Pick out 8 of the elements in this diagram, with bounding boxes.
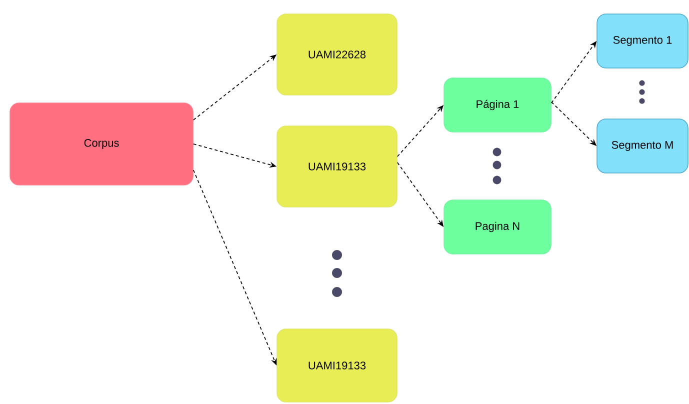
segment-box: Segmento M bbox=[596, 118, 688, 174]
document-box: UAMI19133 bbox=[276, 126, 398, 208]
page-box: Pagina N bbox=[444, 200, 552, 254]
document-box: UAMI19133 bbox=[276, 328, 398, 402]
segment-box: Segmento 1 bbox=[596, 14, 688, 68]
document-box: UAMI22628 bbox=[276, 14, 398, 96]
page-box: Página 1 bbox=[444, 78, 552, 132]
corpus-box: Corpus bbox=[10, 102, 194, 186]
